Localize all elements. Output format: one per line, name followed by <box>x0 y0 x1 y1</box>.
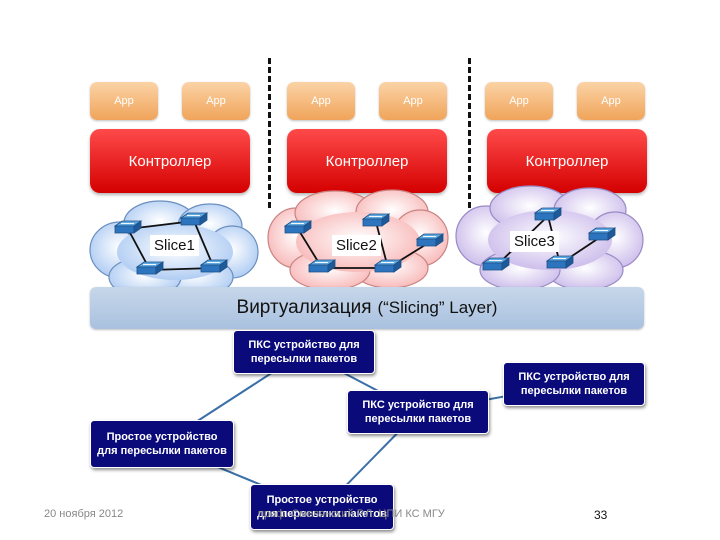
slice3-label: Slice3 <box>510 231 559 252</box>
app-box: App <box>485 82 553 120</box>
switch-icon <box>136 261 164 275</box>
switch-icon <box>308 259 336 273</box>
switch-icon <box>546 255 574 269</box>
app-box: App <box>577 82 645 120</box>
page-number: 33 <box>594 508 608 522</box>
virtualization-layer: Виртуализация (“Slicing” Layer) <box>90 287 644 329</box>
app-box: App <box>90 82 158 120</box>
switch-icon <box>416 233 444 247</box>
virtualization-subtitle: (“Slicing” Layer) <box>377 298 498 317</box>
separator-dashed-2 <box>468 58 471 208</box>
switch-icon <box>588 227 616 241</box>
footer-date: 20 ноября 2012 <box>44 508 124 520</box>
switch-icon <box>374 259 402 273</box>
slice2-label: Slice2 <box>332 235 381 256</box>
switch-icon <box>482 257 510 271</box>
controller-box-1: Контроллер <box>90 129 250 193</box>
sdn-device-1: ПКС устройство для пересылки пакетов <box>233 330 375 374</box>
app-box: App <box>182 82 250 120</box>
simple-device-1: Простое устройство для пересылки пакетов <box>90 420 234 468</box>
switch-icon <box>284 220 312 234</box>
footer-author: проф. Смелянский Р.Л. ЦПИ КС МГУ <box>258 508 445 520</box>
virtualization-title: Виртуализация <box>236 297 372 318</box>
separator-dashed-1 <box>268 58 271 208</box>
controller-box-3: Контроллер <box>487 129 647 193</box>
switch-icon <box>362 213 390 227</box>
switch-icon <box>200 259 228 273</box>
switch-icon <box>534 207 562 221</box>
switch-icon <box>180 212 208 226</box>
switch-icon <box>114 220 142 234</box>
slice1-label: Slice1 <box>150 235 199 256</box>
controller-box-2: Контроллер <box>287 129 447 193</box>
app-box: App <box>287 82 355 120</box>
simple-device-2: Простое устройство для пересылки пакетов <box>250 484 394 530</box>
sdn-device-3: ПКС устройство для пересылки пакетов <box>503 362 645 406</box>
sdn-device-2: ПКС устройство для пересылки пакетов <box>347 390 489 434</box>
app-box: App <box>379 82 447 120</box>
